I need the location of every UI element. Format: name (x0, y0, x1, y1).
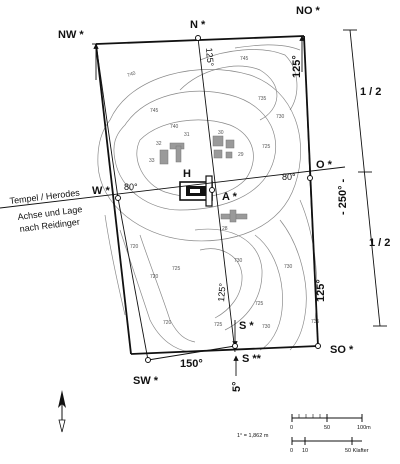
axis-annotation: Tempel / Herodes Achse und Lage nach Rei… (9, 187, 83, 234)
point-s (232, 343, 238, 349)
temple-building (179, 175, 213, 207)
building-29-label: 29 (238, 152, 244, 158)
scale-bars: 0 50 100m 0 10 50 Klafter 1° = 1,862 m (237, 414, 371, 454)
building-numbers: 31 32 33 30 29 28 (149, 130, 244, 232)
label-sw: SW * (133, 375, 159, 387)
angle-labels: 125° 125° 80° 80° 125° 125° 150° 5° - 25… (124, 47, 349, 392)
building-shape (175, 145, 182, 163)
contour-label: 730 (276, 114, 285, 120)
label-h: H (183, 168, 191, 180)
w-sw-line (117, 197, 149, 361)
contour-label: 725 (262, 144, 271, 150)
label-upper-half: 1 / 2 (360, 86, 381, 98)
contour-label: 720 (130, 244, 139, 250)
axis-label-tempel: Tempel / Herodes (9, 187, 81, 206)
north-south-axis (197, 37, 236, 353)
point-o (307, 175, 313, 181)
angle-left-w: 80° (124, 182, 138, 192)
dimension-line (343, 29, 387, 327)
contour-label: 740 (127, 70, 137, 79)
meter-tick-50: 50 (324, 425, 330, 431)
point-sw (145, 357, 151, 363)
scale-note: 1° = 1,862 m (237, 433, 269, 439)
point-w (115, 195, 121, 201)
angle-bottom-center: 125° (216, 282, 228, 302)
point-a (209, 187, 215, 193)
buildings (159, 135, 248, 223)
sw-s-line (147, 345, 236, 361)
corner-labels: NW * N * NO * W * O * A * H S * S ** SO … (58, 5, 354, 387)
building-shape (159, 149, 169, 165)
contour-label: 725 (214, 322, 223, 328)
label-w: W * (92, 185, 110, 197)
contour-label: 730 (284, 264, 293, 270)
building-shape (213, 149, 223, 159)
angle-right-o: 80° (282, 172, 296, 182)
label-a: A * (222, 191, 238, 203)
contour-label: 740 (170, 124, 179, 130)
label-so: SO * (330, 344, 354, 356)
label-s-double: S ** (242, 353, 262, 365)
angle-right-bottom: 125° (315, 279, 327, 302)
meter-tick-0: 0 (290, 425, 293, 431)
building-28-label: 28 (222, 226, 228, 232)
building-shape (229, 209, 237, 223)
contour-label: 720 (163, 320, 172, 326)
building-31-label: 31 (184, 132, 190, 138)
label-no: NO * (296, 5, 321, 17)
angle-bottom-left: 150° (180, 358, 203, 370)
nw-w-line (95, 43, 119, 199)
point-n (195, 35, 201, 41)
label-o: O * (316, 159, 333, 171)
north-arrow-icon (58, 390, 66, 433)
building-30-label: 30 (218, 130, 224, 136)
klafter-tick-10: 10 (302, 448, 308, 454)
corner-points (115, 35, 321, 363)
contour-label: 725 (172, 266, 181, 272)
building-33-label: 33 (149, 158, 155, 164)
building-shape (212, 135, 224, 147)
building-shape (225, 151, 233, 159)
contour-label: 745 (240, 56, 249, 62)
contour-values: 740 745 740 745 735 730 725 720 725 730 … (127, 56, 320, 330)
contour-label: 730 (262, 324, 271, 330)
label-s: S * (239, 320, 254, 332)
o-so-line (309, 177, 319, 347)
klafter-tick-0: 0 (290, 448, 293, 454)
contour-label: 730 (234, 258, 243, 264)
contour-label: 735 (311, 319, 320, 325)
angle-south: 5° (231, 381, 243, 392)
contour-label: 735 (258, 96, 267, 102)
klafter-tick-50: 50 Klafter (345, 448, 369, 454)
angle-top-center: 125° (204, 47, 216, 67)
contour-label: 720 (150, 274, 159, 280)
meter-tick-100: 100m (357, 425, 371, 431)
building-shape (225, 139, 235, 149)
building-32-label: 32 (156, 141, 162, 147)
point-so (315, 343, 321, 349)
contour-label: 725 (255, 301, 264, 307)
dimension-labels: 1 / 2 1 / 2 (360, 86, 390, 249)
contour-label: 745 (150, 108, 159, 114)
temple-axis (0, 166, 346, 209)
dimension-main (349, 29, 381, 327)
label-n: N * (190, 19, 206, 31)
angle-east-side: - 250° - (337, 178, 349, 215)
label-lower-half: 1 / 2 (369, 237, 390, 249)
label-nw: NW * (58, 29, 84, 41)
angle-top-right: 125° (291, 55, 303, 78)
no-o-line (303, 35, 311, 179)
axes (0, 35, 346, 376)
